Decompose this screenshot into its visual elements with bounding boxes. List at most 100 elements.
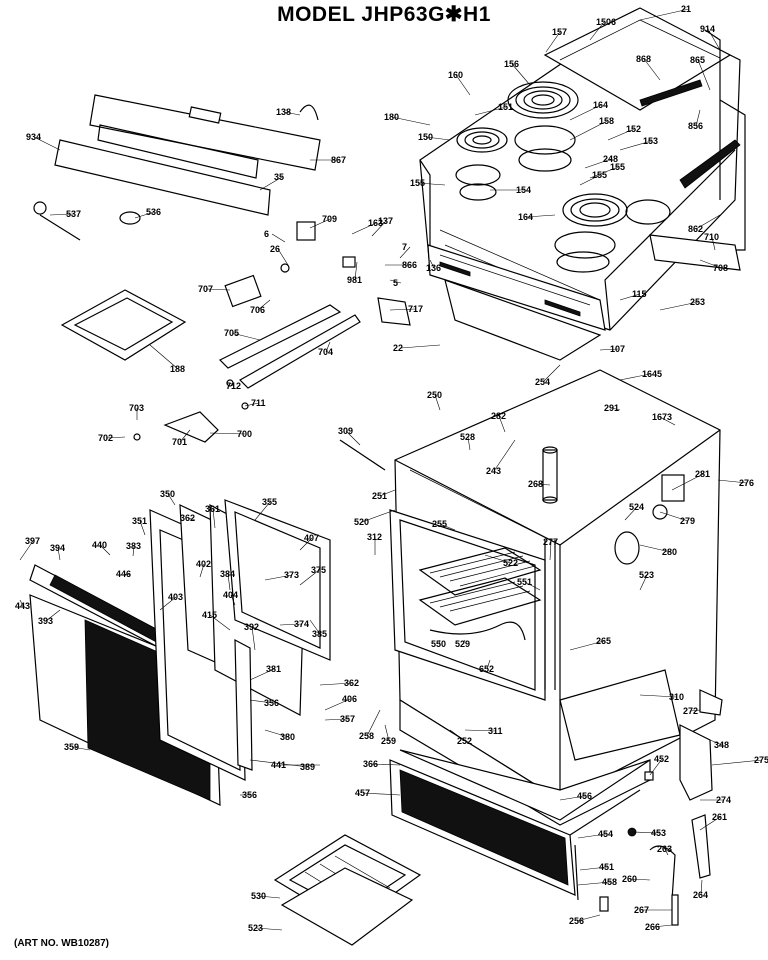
callout-label: 356 <box>264 698 279 708</box>
leader-line <box>324 698 351 711</box>
leader-line <box>324 718 349 721</box>
callout-label: 311 <box>488 726 503 736</box>
callout-label: 180 <box>384 112 399 122</box>
leader-line <box>631 831 660 834</box>
leader-line <box>700 879 703 896</box>
callout-label: 188 <box>170 364 185 374</box>
leader-line <box>362 792 401 796</box>
callout-label: 440 <box>92 540 107 550</box>
leader-line <box>569 120 608 141</box>
callout-label: 356 <box>242 790 257 800</box>
callout-label: 1506 <box>596 17 616 27</box>
leader-line <box>455 74 471 96</box>
leader-line <box>258 895 281 899</box>
leader-line <box>493 439 516 472</box>
leader-lines <box>19 8 763 931</box>
leader-line <box>361 509 396 523</box>
leader-line <box>425 136 451 141</box>
leader-line <box>699 816 721 831</box>
callout-label: 710 <box>704 232 719 242</box>
callout-label: 136 <box>426 263 441 273</box>
callout-label: 251 <box>372 491 387 501</box>
callout-label: 152 <box>626 124 641 134</box>
callout-label: 523 <box>248 923 263 933</box>
leader-line <box>319 682 353 686</box>
leader-line <box>559 795 586 801</box>
leader-line <box>366 709 381 737</box>
callout-label: 392 <box>244 622 259 632</box>
leader-line <box>639 574 648 591</box>
leader-line <box>309 218 331 229</box>
callout-label: 138 <box>276 107 291 117</box>
oven-body <box>389 369 721 826</box>
leader-line <box>399 246 411 259</box>
leader-line <box>577 881 611 886</box>
leader-line <box>264 574 293 581</box>
leader-line <box>697 59 711 91</box>
callout-label: 866 <box>402 260 417 270</box>
leader-line <box>205 288 231 291</box>
leader-line <box>351 222 377 235</box>
leader-line <box>484 554 512 564</box>
oven-door-assembly <box>29 499 331 806</box>
callout-label: 711 <box>251 398 266 408</box>
model-title: MODEL JHP63G✱H1 <box>277 3 491 26</box>
callout-label: 702 <box>98 433 113 443</box>
leader-line <box>249 668 275 681</box>
leader-line <box>264 729 289 738</box>
leader-line <box>370 763 401 766</box>
callout-label: 154 <box>516 185 531 195</box>
leader-line <box>695 214 721 230</box>
callout-label: 310 <box>669 692 684 702</box>
callout-label: 652 <box>479 664 494 674</box>
leader-line <box>659 416 676 426</box>
leader-line <box>639 8 690 21</box>
leader-line <box>417 182 446 186</box>
leader-line <box>671 473 704 491</box>
callout-label: 536 <box>146 207 161 217</box>
callout-label: 255 <box>432 519 447 529</box>
leader-line <box>542 364 561 383</box>
callout-label: 259 <box>381 736 396 746</box>
callout-label: 160 <box>448 70 463 80</box>
leader-line <box>439 523 456 531</box>
leader-line <box>149 344 179 370</box>
right-hardware <box>574 689 723 926</box>
leader-line <box>19 599 24 607</box>
leader-line <box>629 878 651 881</box>
leader-line <box>212 508 216 529</box>
callout-label: 380 <box>280 732 295 742</box>
callout-label: 454 <box>598 829 613 839</box>
callout-label: 1645 <box>642 369 662 379</box>
callout-label: 115 <box>632 289 647 299</box>
leader-line <box>498 415 506 433</box>
callout-label: 256 <box>569 916 584 926</box>
callout-label: 243 <box>486 466 501 476</box>
callout-label: 550 <box>431 639 446 649</box>
callout-label: 361 <box>205 504 220 514</box>
callout-label: 524 <box>629 502 644 512</box>
callout-label: 384 <box>220 569 235 579</box>
callout-label: 265 <box>596 636 611 646</box>
leader-line <box>283 111 301 116</box>
oven-racks <box>418 547 542 626</box>
callout-label: 277 <box>543 537 558 547</box>
leader-line <box>545 31 561 53</box>
callout-label: 529 <box>455 639 470 649</box>
callout-label: 163 <box>368 218 383 228</box>
leader-line <box>659 511 689 522</box>
callout-label: 261 <box>712 812 727 822</box>
leader-line <box>299 569 320 586</box>
leader-line <box>244 402 260 407</box>
callout-label: 279 <box>680 516 695 526</box>
callout-label: 383 <box>126 541 141 551</box>
callout-label: 26 <box>270 244 280 254</box>
leader-line <box>429 259 435 269</box>
leader-line <box>643 58 661 81</box>
callout-label: 248 <box>603 154 618 164</box>
callout-label: 153 <box>643 136 658 146</box>
callout-label: 291 <box>604 403 619 413</box>
callout-label: 402 <box>196 559 211 569</box>
burner-coil-small <box>455 127 508 201</box>
leader-line <box>577 833 607 839</box>
